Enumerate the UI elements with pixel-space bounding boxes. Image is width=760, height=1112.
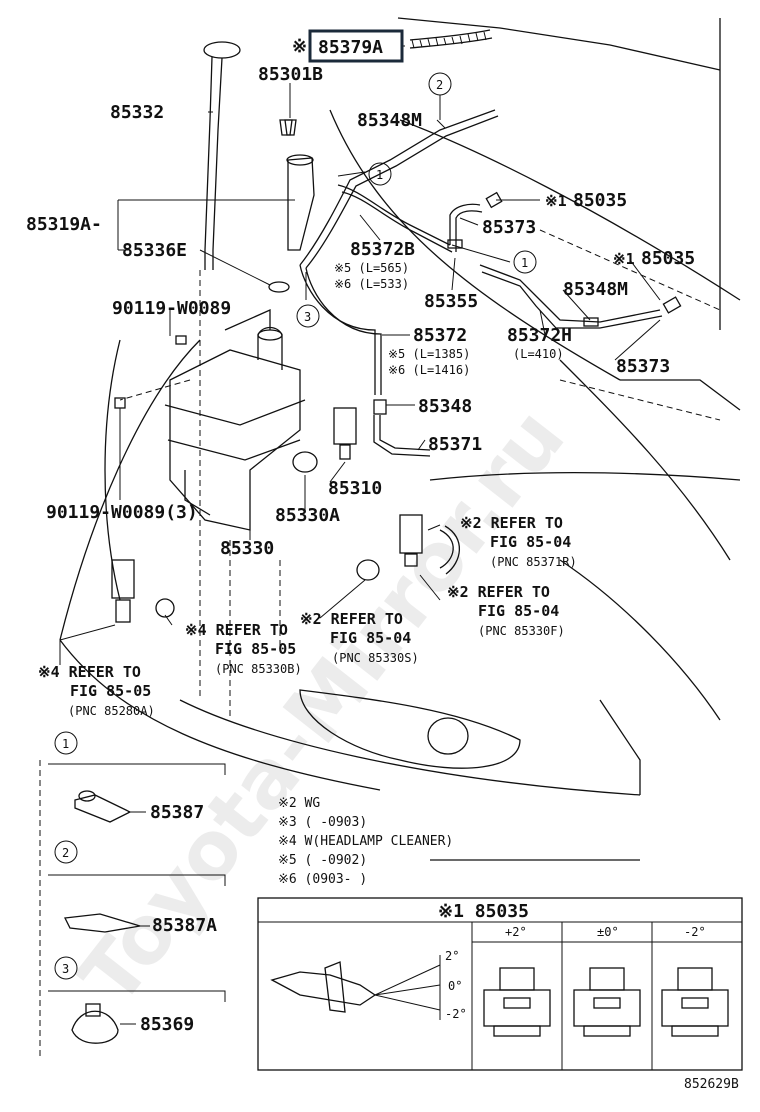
len-85372B-5: ※5 (L=565) [334, 261, 409, 275]
part-labels: ※ 85379A 85301B 85332 85348M ※1 85035 85… [26, 29, 695, 559]
legend-3: 3 [62, 962, 69, 976]
ref5-line1[interactable]: ※4 REFER TO [38, 663, 141, 681]
footnote-1: ※2 WG [278, 796, 320, 811]
footnote-3: ※4 W(HEADLAMP CLEANER) [278, 834, 453, 849]
note-mark: ※ [292, 36, 307, 57]
leader-lines [59, 45, 661, 665]
label-85301B[interactable]: 85301B [258, 64, 323, 85]
label-85372B[interactable]: 85372B [350, 239, 415, 260]
label-85355[interactable]: 85355 [424, 291, 478, 312]
ref3-line3: (PNC 85330S) [332, 651, 419, 665]
footnote-5: ※6 (0903- ) [278, 872, 367, 887]
label-85332[interactable]: 85332 [110, 102, 164, 123]
mark-1-a: ※1 [545, 192, 567, 210]
label-85330[interactable]: 85330 [220, 538, 274, 559]
label-85387[interactable]: 85387 [150, 802, 204, 823]
callout-3: 3 [304, 310, 311, 324]
nozzle-view-plus2 [483, 967, 551, 1037]
filler-inlet [268, 119, 315, 293]
len-85372B-6: ※6 (L=533) [334, 277, 409, 291]
nozzle-view-minus2 [661, 967, 729, 1037]
len-85372-5: ※5 (L=1385) [388, 347, 470, 361]
label-85035-a[interactable]: 85035 [573, 190, 627, 211]
dashed-guides [39, 229, 721, 1060]
nozzle-view-zero [573, 967, 641, 1037]
ref2-line2[interactable]: FIG 85-04 [478, 602, 559, 620]
aim-angle-plus2: 2° [445, 949, 459, 963]
aim-box-title: ※1 85035 [438, 901, 529, 922]
label-85319A[interactable]: 85319A- [26, 214, 102, 235]
hoses [299, 29, 663, 575]
ref4-line1[interactable]: ※4 REFER TO [185, 621, 288, 639]
label-85372[interactable]: 85372 [413, 325, 467, 346]
mark-1-b: ※1 [613, 250, 635, 268]
label-85348[interactable]: 85348 [418, 396, 472, 417]
aim-col-plus2: +2° [505, 925, 527, 939]
ref1-line3: (PNC 85371R) [490, 555, 577, 569]
label-85035-b[interactable]: 85035 [641, 248, 695, 269]
ref3-line1[interactable]: ※2 REFER TO [300, 610, 403, 628]
label-85387A[interactable]: 85387A [152, 915, 217, 936]
label-85373-b[interactable]: 85373 [616, 356, 670, 377]
ref2-line1[interactable]: ※2 REFER TO [447, 583, 550, 601]
highlight-box [308, 29, 404, 63]
label-85336E[interactable]: 85336E [122, 240, 187, 261]
ref4-line3: (PNC 85330B) [215, 662, 302, 676]
footnotes: ※2 WG ※3 ( -0903) ※4 W(HEADLAMP CLEANER)… [278, 796, 453, 887]
ref5-line2[interactable]: FIG 85-05 [70, 682, 151, 700]
label-85379A[interactable]: 85379A [318, 37, 383, 58]
footnote-2: ※3 ( -0903) [278, 815, 367, 830]
figure-id: 852629B [684, 1077, 739, 1092]
washer-pumps [111, 407, 423, 623]
callout-1: 1 [376, 168, 383, 182]
callouts: 2 1 3 1 [296, 72, 537, 328]
ref5-line3: (PNC 85280A) [68, 704, 155, 718]
legend-1: 1 [62, 737, 69, 751]
label-85310[interactable]: 85310 [328, 478, 382, 499]
label-85373-a[interactable]: 85373 [482, 217, 536, 238]
label-85348M-a[interactable]: 85348M [357, 110, 422, 131]
label-85372H[interactable]: 85372H [507, 325, 572, 346]
footnote-4: ※5 ( -0902) [278, 853, 367, 868]
callout-2: 2 [436, 78, 443, 92]
ref1-line2[interactable]: FIG 85-04 [490, 533, 571, 551]
aim-angle-minus2: -2° [445, 1007, 467, 1021]
aim-col-zero: ±0° [597, 925, 619, 939]
callout-1b: 1 [521, 256, 528, 270]
clip-legend: 1 85387 2 85387A 3 85369 [48, 731, 226, 1044]
label-85371[interactable]: 85371 [428, 434, 482, 455]
label-90119-b[interactable]: 90119-W0089(3) [46, 502, 198, 523]
label-90119-a[interactable]: 90119-W0089 [112, 298, 231, 319]
legend-2: 2 [62, 846, 69, 860]
refer-notes: ※2 REFER TO FIG 85-04 (PNC 85371R) ※2 RE… [38, 514, 577, 718]
filler-pipe [203, 41, 241, 270]
washer-reservoir-tank [164, 308, 306, 531]
ref1-line1[interactable]: ※2 REFER TO [460, 514, 563, 532]
ref4-line2[interactable]: FIG 85-05 [215, 640, 296, 658]
len-85372-6: ※6 (L=1416) [388, 363, 470, 377]
aim-angle-zero: 0° [448, 979, 462, 993]
car-body-outline [59, 17, 741, 861]
label-85369[interactable]: 85369 [140, 1014, 194, 1035]
len-85372H: (L=410) [513, 347, 564, 361]
ref3-line2[interactable]: FIG 85-04 [330, 629, 411, 647]
aim-col-minus2: -2° [684, 925, 706, 939]
label-85348M-b[interactable]: 85348M [563, 279, 628, 300]
nozzle-aim-box: ※1 85035 +2° ±0° -2° 2° 0° -2° [257, 897, 743, 1071]
label-85330A[interactable]: 85330A [275, 505, 340, 526]
ref2-line3: (PNC 85330F) [478, 624, 565, 638]
